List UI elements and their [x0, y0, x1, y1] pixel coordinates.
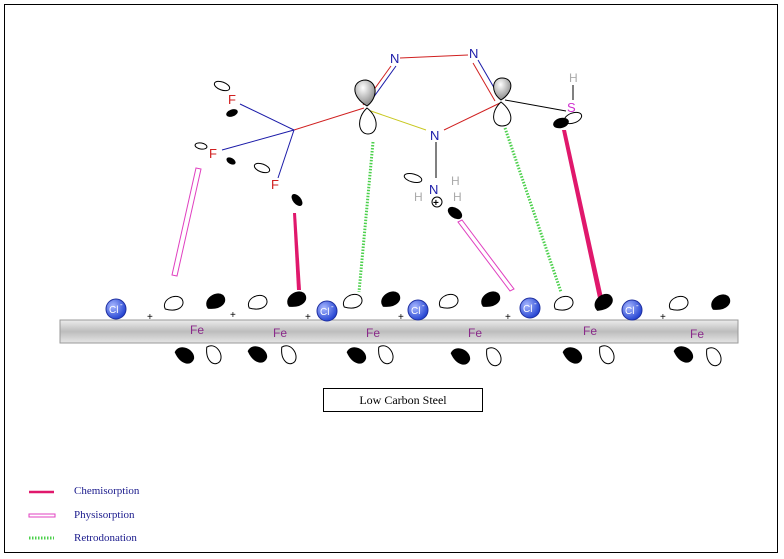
- surface-orbital: [174, 347, 195, 364]
- fe-label: Fe: [583, 324, 597, 338]
- legend-label-retrodonation: Retrodonation: [74, 532, 137, 544]
- surface-orbital: [486, 347, 502, 367]
- surface-orbital: [481, 291, 501, 307]
- surface-orbital: [562, 347, 583, 364]
- surface-orbital: [706, 347, 722, 367]
- chloride-label: Cl: [320, 307, 329, 318]
- steel-surface-bar: [59, 319, 739, 344]
- chloride-ion: [407, 299, 429, 321]
- atom-n-2: N: [469, 46, 478, 61]
- atom-n-3: N: [430, 128, 439, 143]
- atom-h-2: H: [414, 190, 423, 204]
- chloride-ion: [621, 299, 643, 321]
- atom-f-2: F: [209, 146, 217, 161]
- fe-label: Fe: [468, 326, 482, 340]
- chloride-label: Cl: [625, 306, 634, 317]
- chloride-charge: -: [331, 302, 334, 311]
- ring-p-orbitals: [354, 77, 512, 135]
- chloride-label: Cl: [109, 305, 118, 316]
- chloride-charge: -: [422, 301, 425, 310]
- n-s-lone-pairs: [403, 111, 583, 220]
- fe-label: Fe: [190, 323, 204, 337]
- atom-f-1: F: [228, 92, 236, 107]
- atom-h-1: H: [451, 174, 460, 188]
- plus-sign: +: [230, 310, 236, 321]
- surface-orbital: [668, 295, 689, 311]
- chloride-label: Cl: [411, 306, 420, 317]
- surface-orbital: [342, 293, 363, 309]
- surface-orbital: [438, 293, 459, 309]
- atom-f-3: F: [271, 177, 279, 192]
- svg-text:+: +: [433, 198, 439, 209]
- atom-h-3: H: [453, 190, 462, 204]
- surface-orbital: [673, 346, 694, 363]
- fe-label: Fe: [273, 326, 287, 340]
- chloride-charge: -: [636, 301, 639, 310]
- surface-orbital: [247, 294, 268, 310]
- fe-label: Fe: [690, 327, 704, 341]
- atom-s: S: [567, 100, 576, 115]
- steel-caption: Low Carbon Steel: [323, 388, 483, 412]
- legend-swatch-physisorption: [28, 513, 56, 518]
- chloride-charge: -: [120, 300, 123, 309]
- chloride-charge: -: [534, 299, 537, 308]
- plus-sign: +: [305, 312, 311, 323]
- surface-orbital: [594, 293, 613, 311]
- chloride-ion: [105, 298, 127, 320]
- chloride-ion: [519, 297, 541, 319]
- triazole-ring: [362, 54, 574, 131]
- plus-sign: +: [398, 312, 404, 323]
- chloride-label: Cl: [523, 304, 532, 315]
- fe-label: Fe: [366, 326, 380, 340]
- surface-orbital: [378, 345, 394, 365]
- legend-label-physisorption: Physisorption: [74, 509, 135, 521]
- surface-orbital: [287, 291, 307, 307]
- plus-sign: +: [660, 312, 666, 323]
- legend-swatches: [28, 490, 56, 540]
- chloride-ion: [316, 300, 338, 322]
- surface-orbital: [381, 291, 401, 307]
- physisorption-lines: [171, 167, 515, 292]
- surface-orbital: [450, 348, 471, 365]
- surface-orbital: [281, 345, 297, 365]
- cf3-group: [221, 103, 365, 179]
- surface-orbital: [206, 345, 222, 365]
- surface-orbital: [247, 346, 268, 363]
- fluorine-lone-pairs: [194, 80, 303, 206]
- surface-orbital: [553, 295, 574, 311]
- surface-orbital: [346, 347, 367, 364]
- surface-orbital: [599, 345, 615, 365]
- ammonium-charge: +: [431, 196, 443, 209]
- atom-n-4: N: [429, 182, 438, 197]
- surface-orbital: [711, 294, 731, 310]
- plus-sign: +: [147, 312, 153, 323]
- atom-h-s: H: [569, 71, 578, 85]
- diagram-frame: [4, 4, 778, 553]
- plus-sign: +: [505, 312, 511, 323]
- legend-label-chemisorption: Chemisorption: [74, 485, 140, 497]
- retrodonation-lines: [357, 127, 563, 293]
- atom-n-1: N: [390, 51, 399, 66]
- surface-orbital: [206, 293, 226, 309]
- surface-orbital: [163, 295, 184, 311]
- chemisorption-lines: [293, 130, 603, 298]
